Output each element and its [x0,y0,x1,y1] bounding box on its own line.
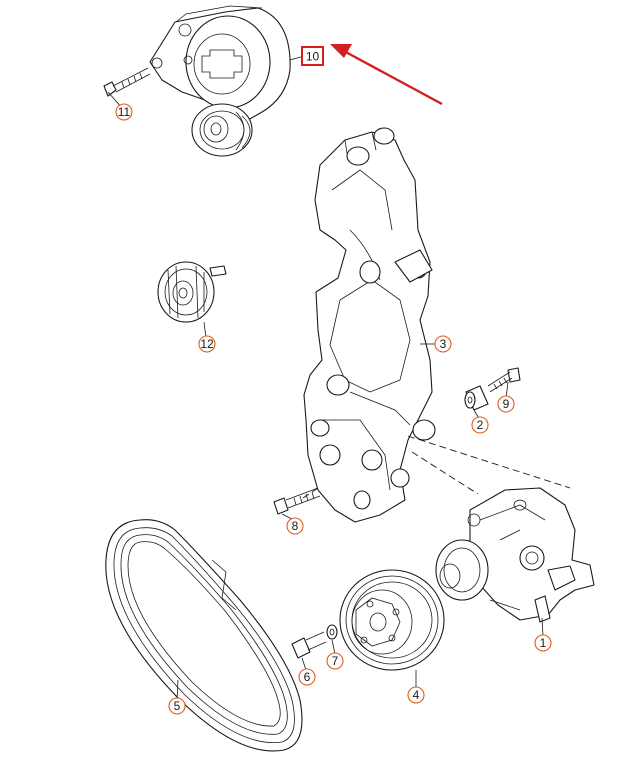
alignment-line [411,451,479,495]
sleeve-2 [464,385,489,411]
callout-11[interactable]: 11 [115,103,133,121]
callout-2[interactable]: 2 [471,416,489,434]
callout-label: 12 [200,337,214,351]
bolt-8 [273,487,321,515]
callout-8[interactable]: 8 [286,517,304,535]
callout-label: 10 [306,50,320,64]
callout-4[interactable]: 4 [407,686,425,704]
callout-1[interactable]: 1 [534,634,552,652]
callout-label: 7 [332,654,339,668]
pump-pulley [339,569,445,671]
callout-label: 9 [503,397,510,411]
power-steering-pump [435,487,595,623]
idler-pulley [157,261,227,323]
callout-label: 8 [292,519,299,533]
callout-label: 5 [174,699,181,713]
callout-7[interactable]: 7 [326,652,344,670]
callout-9[interactable]: 9 [497,395,515,413]
callout-5[interactable]: 5 [168,697,186,715]
callout-label: 3 [440,337,447,351]
bracket [303,127,436,523]
callout-6[interactable]: 6 [298,668,316,686]
callout-label: 1 [540,636,547,650]
callout-label: 11 [118,105,131,119]
bolt-9 [487,367,521,393]
callout-3[interactable]: 3 [434,335,452,353]
highlight-arrow [330,44,443,106]
callout-12[interactable]: 12 [198,335,216,353]
ribbed-belt [105,519,303,752]
alignment-line [407,435,571,489]
bolt-6 [291,631,327,659]
callout-10[interactable]: 10 [301,46,324,66]
callout-label: 2 [477,418,484,432]
callout-label: 6 [304,670,311,684]
bolt-11 [103,67,151,97]
belt-tensioner [149,5,291,157]
alignment-line [299,487,319,501]
washer-7 [326,624,338,640]
callout-label: 4 [413,688,420,702]
